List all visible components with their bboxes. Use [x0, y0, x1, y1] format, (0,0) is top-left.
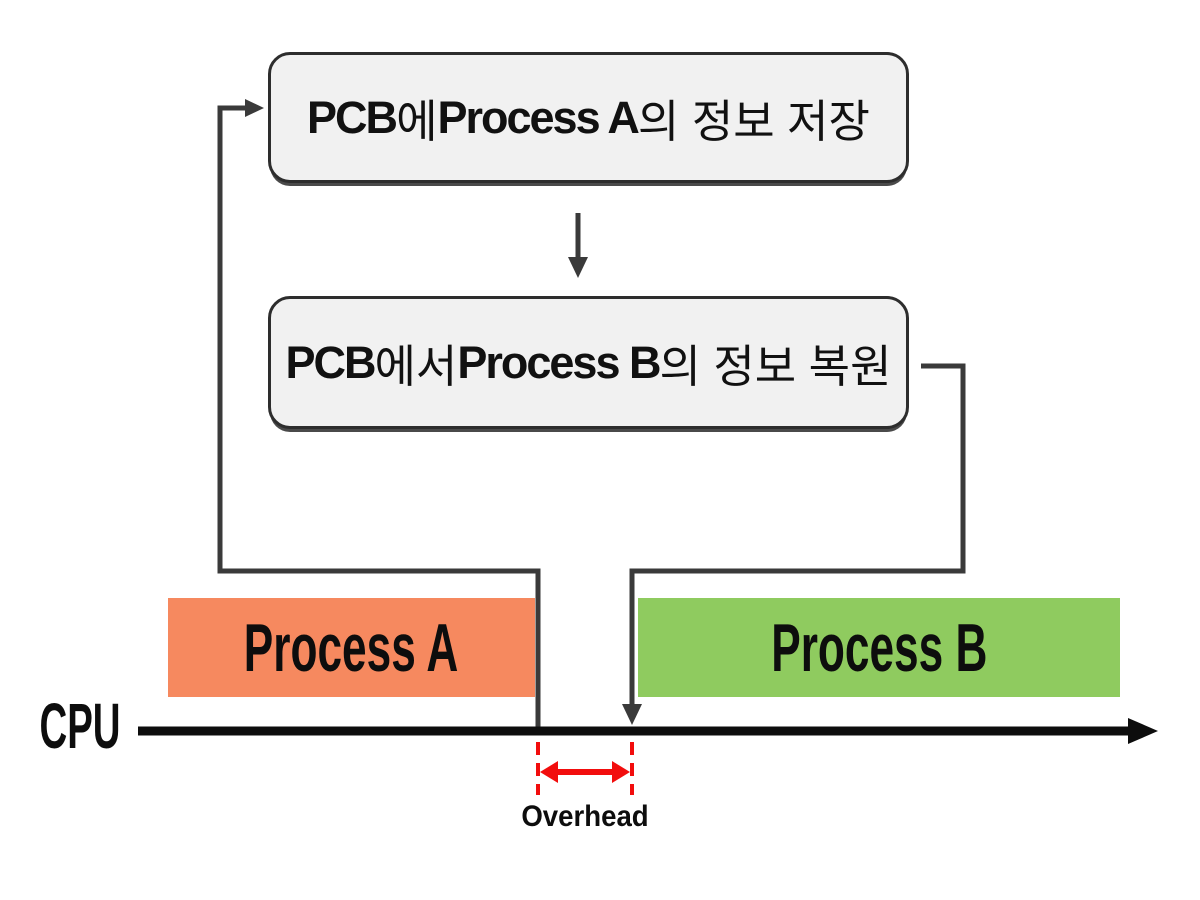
connector-line-left	[217, 105, 541, 728]
flow-box2-segment-pcb: PCB	[285, 336, 377, 388]
left-arrowhead-icon	[540, 761, 558, 783]
arrow-box1-to-box2	[568, 213, 588, 278]
process-a-label: Process A	[244, 609, 459, 686]
right-arrowhead-icon	[245, 99, 264, 117]
flow-box1-segment-process-a: Process A	[437, 91, 639, 143]
down-arrowhead-icon	[622, 704, 642, 725]
axis-arrowhead-icon	[1128, 718, 1158, 744]
connector-line-right	[629, 363, 966, 704]
process-b-bar: Process B	[638, 598, 1120, 697]
cpu-timeline-axis	[138, 718, 1158, 744]
flow-box1-segment-pcb: PCB	[307, 91, 398, 143]
flow-box-restore-process-b: PCB 에서 Process B 의 정보 복원	[268, 296, 909, 429]
process-b-label: Process B	[770, 609, 988, 686]
flow-box2-segment-korean2: 의 정보 복원	[659, 341, 892, 392]
flow-box-save-process-a: PCB 에 Process A 의 정보 저장	[268, 52, 909, 183]
flow-box1-segment-korean1: 에	[396, 96, 438, 147]
flow-box2-segment-process-b: Process B	[457, 336, 661, 388]
process-a-bar: Process A	[168, 598, 535, 697]
connector-processA-end-to-box1	[217, 99, 541, 728]
right-arrowhead-icon	[612, 761, 630, 783]
down-arrowhead-icon	[568, 257, 588, 278]
overhead-label: Overhead	[521, 800, 649, 833]
flow-box2-segment-korean1: 에서	[374, 341, 458, 392]
flow-box1-segment-korean2: 의 정보 저장	[637, 96, 870, 147]
overhead-interval-markers	[536, 742, 634, 795]
cpu-axis-label: CPU	[39, 690, 121, 762]
connector-box2-to-processB-start	[622, 363, 966, 725]
